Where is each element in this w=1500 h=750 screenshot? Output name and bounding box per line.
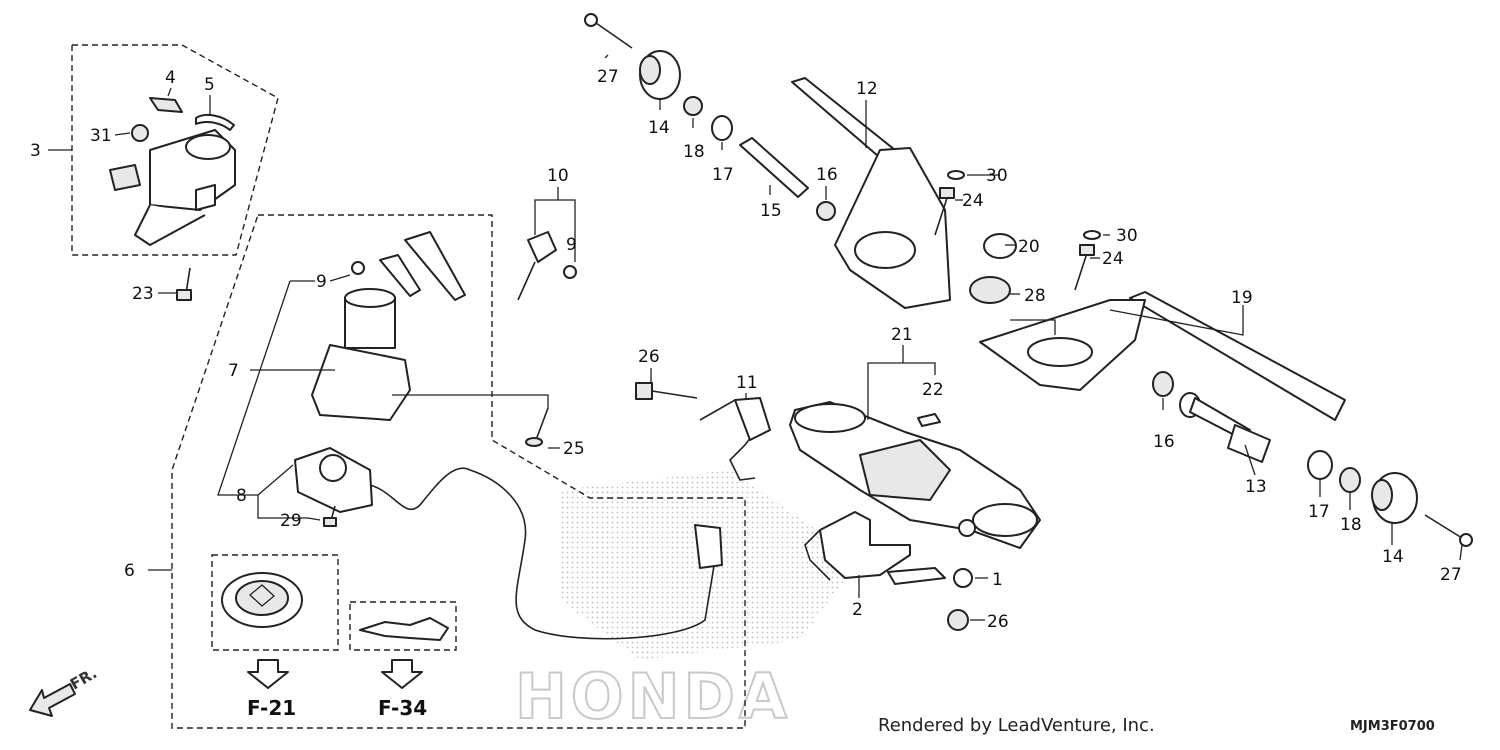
part-30-mid [1083,230,1101,240]
part-5 [195,113,235,131]
callout-21: 21 [891,325,913,345]
callout-26-left: 26 [638,347,660,367]
part-31 [131,124,149,142]
callout-20: 20 [1018,237,1040,257]
group-box-f34 [349,601,457,651]
callout-24-top: 24 [962,191,984,211]
callout-31: 31 [90,126,112,146]
diagram-code: MJM3F0700 [1350,719,1435,734]
part-20-cap [983,233,1017,259]
part-25-screw [525,407,549,447]
callout-13: 13 [1245,477,1267,497]
reference-f21: F-21 [247,696,296,720]
callout-15: 15 [760,201,782,221]
part-24-bolt-mid [1074,244,1095,291]
watermark-text: HONDA [515,660,791,733]
callout-17-top: 17 [712,165,734,185]
callout-10: 10 [547,166,569,186]
part-27-bolt-right [1424,514,1473,547]
callout-5: 5 [204,75,215,95]
part-23-bolt [176,267,192,301]
front-direction-indicator: FR. [29,664,100,717]
reference-f34: F-34 [378,696,427,720]
callout-9-key: 9 [566,235,577,255]
part-17-right [1307,450,1333,480]
part-30-top [947,170,965,180]
part-14-weight-right [1371,472,1418,524]
leader-lines [48,54,1463,621]
callout-6: 6 [124,561,135,581]
callout-24-mid: 24 [1102,249,1124,269]
part-24-bolt-top [934,187,955,236]
credit-text: Rendered by LeadVenture, Inc. [878,715,1155,736]
callout-18-top: 18 [683,142,705,162]
callout-14-right: 14 [1382,547,1404,567]
part-21-top-bridge [789,401,1041,549]
callout-11: 11 [736,373,758,393]
callout-7: 7 [228,361,239,381]
callout-2: 2 [852,600,863,620]
part-14-weight-top [639,50,681,100]
part-26-bolt-left [635,382,698,400]
callout-23: 23 [132,284,154,304]
group-box-3 [71,44,279,256]
callout-30-top: 30 [986,166,1008,186]
callouts: 1 2 3 4 5 6 7 8 9 9 10 11 12 13 14 14 15… [30,67,1462,632]
callout-27-right: 27 [1440,565,1462,585]
callout-22: 22 [922,380,944,400]
part-22 [917,413,941,427]
callout-19: 19 [1231,288,1253,308]
arrow-f21 [247,659,289,689]
part-11-clip [699,397,771,481]
part-16-nut-right [1152,371,1174,397]
part-8-switch-unit [294,447,723,640]
part-15-tube [739,137,809,198]
part-18-right [1339,467,1361,493]
callout-14-top: 14 [648,118,670,138]
part-18-top [683,96,703,116]
callout-16-right: 16 [1153,432,1175,452]
group-box-6 [171,214,746,729]
callout-17-right: 17 [1308,502,1330,522]
callout-1: 1 [992,570,1003,590]
callout-27-top: 27 [597,67,619,87]
group-box-f21 [211,554,339,651]
callout-4: 4 [165,68,176,88]
callout-25: 25 [563,439,585,459]
callout-29: 29 [280,511,302,531]
part-7-ignition [311,231,466,421]
part-26-bolt-right [947,609,969,631]
fuel-cap-f21 [221,572,303,628]
callout-26-right: 26 [987,612,1009,632]
part-1 [887,567,973,588]
honda-watermark: HONDA [514,470,860,734]
part-4 [149,97,183,113]
callout-30-mid: 30 [1116,226,1138,246]
part-13-tube [1179,392,1271,463]
part-28-nut [969,276,1011,304]
callout-8: 8 [236,486,247,506]
callout-9-ignition: 9 [316,272,327,292]
part-16-nut-top [816,201,836,221]
part-3-switch [109,129,236,246]
latch-f34 [359,617,449,641]
callout-28: 28 [1024,286,1046,306]
callout-12: 12 [856,79,878,99]
arrow-f34 [381,659,423,689]
part-29-bolt [323,505,337,527]
callout-16-top: 16 [816,165,838,185]
part-2-bracket [804,511,911,581]
front-arrow-icon [29,683,76,717]
callout-18-right: 18 [1340,515,1362,535]
callout-3: 3 [30,141,41,161]
part-12-handlebar-left [791,77,951,309]
part-17-top [711,115,733,141]
part-10-key [517,231,577,301]
part-27-bolt-top [584,13,633,49]
